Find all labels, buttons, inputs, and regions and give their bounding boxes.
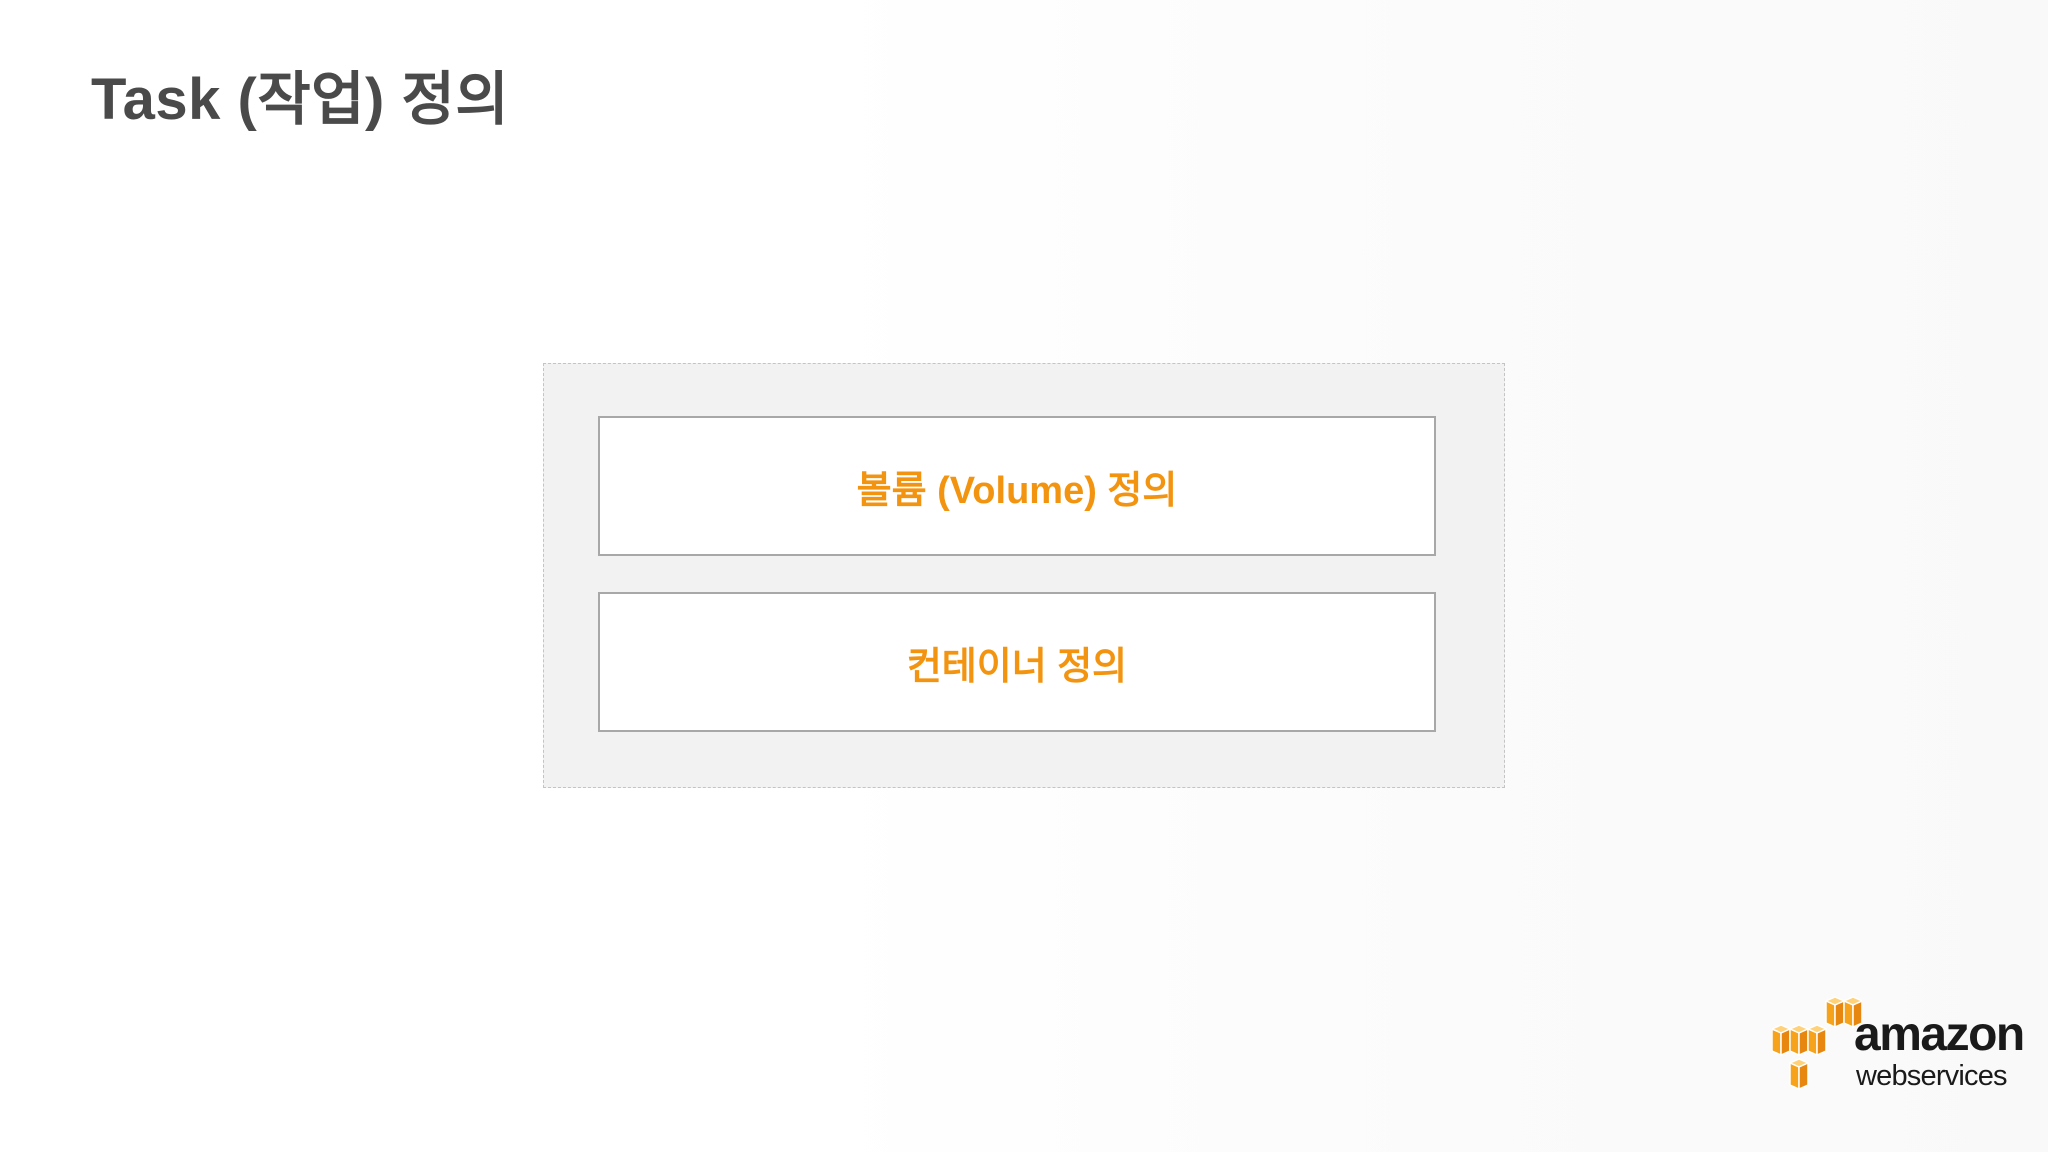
volume-definition-label: 볼륨 (Volume) 정의 xyxy=(856,469,1178,512)
container-definition-box: 컨테이너 정의 xyxy=(598,592,1436,732)
aws-subtext: webservices xyxy=(1856,1060,2008,1092)
slide-title: Task (작업) 정의 xyxy=(91,67,510,132)
aws-wordmark: amazon xyxy=(1854,1008,2025,1061)
aws-logo: amazon webservices xyxy=(1772,995,2034,1095)
task-definition-container: 볼륨 (Volume) 정의 컨테이너 정의 xyxy=(543,363,1505,788)
container-definition-label: 컨테이너 정의 xyxy=(906,645,1128,688)
volume-definition-box: 볼륨 (Volume) 정의 xyxy=(598,416,1436,556)
aws-cubes-icon xyxy=(1772,996,1862,1090)
